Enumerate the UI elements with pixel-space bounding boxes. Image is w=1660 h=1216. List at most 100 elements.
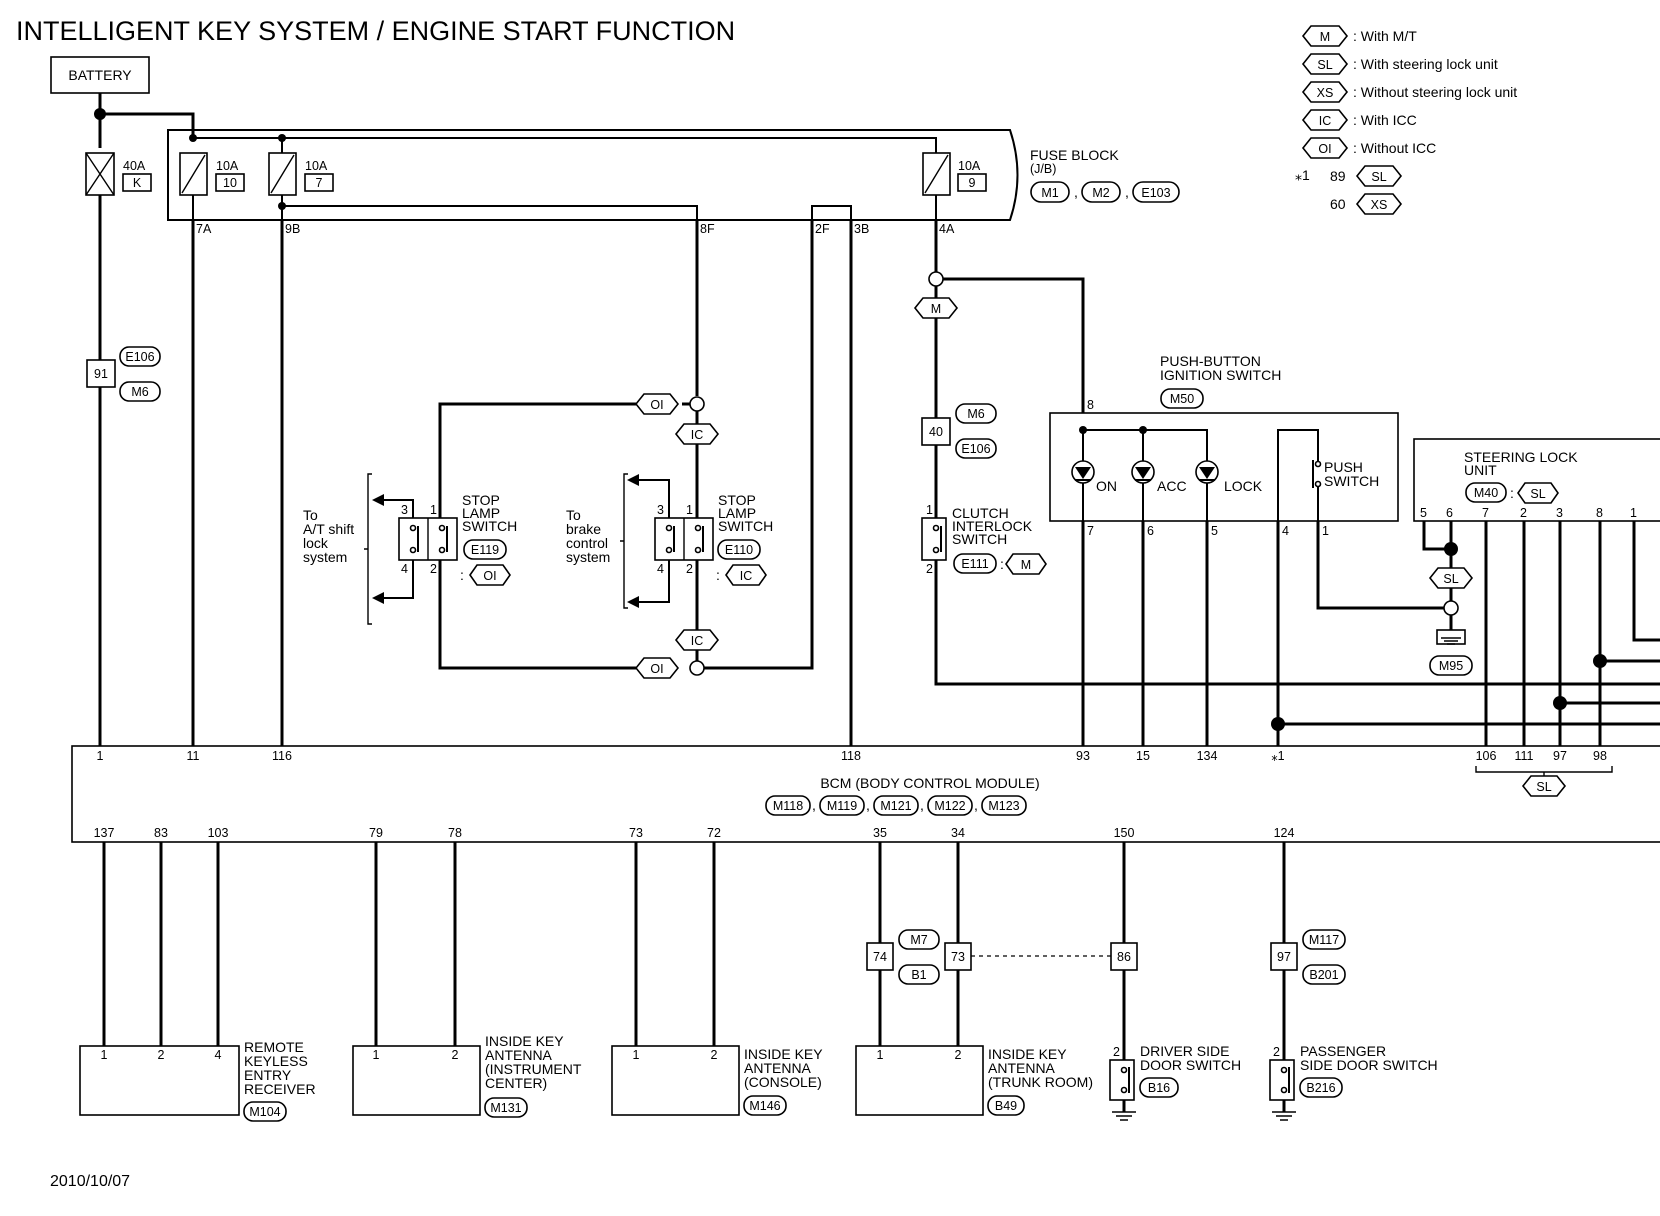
component-label: SIDE DOOR SWITCH [1300, 1057, 1438, 1073]
selector-ic: IC [674, 629, 720, 651]
separator: , [866, 797, 870, 813]
connector-code: B216 [1306, 1081, 1335, 1095]
component-label: KEYLESS [244, 1053, 308, 1069]
separator: , [812, 797, 816, 813]
separator: : [1510, 485, 1514, 501]
fuse-10: 10A 10 [179, 152, 245, 196]
connector-code: M1 [1041, 186, 1058, 200]
battery-box [50, 56, 150, 94]
stop-lamp-switch-e119: 3 1 4 2 STOP LAMP SWITCH E119 : OI To A/… [303, 473, 517, 625]
pin-label: 93 [1076, 749, 1090, 763]
component-label: (TRUNK ROOM) [988, 1074, 1093, 1090]
pin-label: 2 [430, 562, 437, 576]
connector-pin: 40 [929, 425, 943, 439]
legend-code: IC [1319, 114, 1332, 128]
fuse-num: 7 [316, 176, 323, 190]
pin-label: 2 [711, 1048, 718, 1062]
wire [1316, 521, 1448, 610]
wire [1083, 429, 1208, 462]
legend-item-ic: IC : With ICC [1301, 109, 1417, 131]
pin-label: 1 [430, 503, 437, 517]
pin-label: 2 [452, 1048, 459, 1062]
junction-dot [1553, 696, 1567, 710]
ground-icon [1112, 1111, 1136, 1121]
component-label: CENTER) [485, 1075, 547, 1091]
connector-code: E111 [961, 557, 988, 571]
component-label: IGNITION SWITCH [1160, 367, 1281, 383]
selector-oi: OI [634, 657, 680, 679]
wire [281, 195, 698, 220]
pin-label: 8 [1596, 506, 1603, 520]
inline-connector-40: 40 M6 E106 [921, 403, 997, 459]
pin-label: ⁎1 [1271, 749, 1284, 763]
separator: , [920, 797, 924, 813]
arrow-icon [372, 494, 384, 506]
cond-code: OI [483, 569, 496, 583]
connector-code: E106 [125, 350, 154, 364]
pin-label: 6 [1147, 524, 1154, 538]
pin-label: 5 [1420, 506, 1427, 520]
wire [633, 560, 670, 603]
connector-code: M40 [1474, 486, 1498, 500]
lamp-acc-icon [1131, 460, 1155, 484]
to-label: A/T shift [303, 521, 354, 537]
to-label: system [303, 549, 347, 565]
lamp-lock-icon [1195, 460, 1219, 484]
switch-label: SWITCH [1324, 473, 1379, 489]
pin-label: 3B [854, 222, 869, 236]
connector-code: M119 [827, 799, 857, 813]
connector-code: M6 [131, 385, 148, 399]
pin-label: 4 [1282, 524, 1289, 538]
separator: , [1074, 184, 1078, 200]
component-label: ANTENNA [988, 1060, 1056, 1076]
selector-code: OI [650, 662, 663, 676]
pin-label: 1 [373, 1048, 380, 1062]
wire [100, 112, 195, 138]
lamp-label: LOCK [1224, 478, 1263, 494]
pin-label: 79 [369, 826, 383, 840]
connector-code: M122 [934, 799, 965, 813]
splice [1443, 600, 1459, 616]
fuse-num: 9 [969, 176, 976, 190]
wire [1277, 429, 1319, 521]
connector-code: B49 [995, 1099, 1017, 1113]
pin-label: 2 [1273, 1045, 1280, 1059]
component-label: STEERING LOCK [1464, 449, 1578, 465]
component-label: CLUTCH [952, 505, 1009, 521]
cond-code: M [1021, 558, 1031, 572]
separator: , [974, 797, 978, 813]
legend-text: : With ICC [1353, 112, 1417, 128]
selector-code: SL [1443, 572, 1458, 586]
footnote-code: SL [1371, 170, 1386, 184]
bracket [620, 473, 628, 609]
connector-code: M121 [880, 799, 911, 813]
pin-label: 3 [1556, 506, 1563, 520]
pin-label: 15 [1136, 749, 1150, 763]
pin-label: 34 [951, 826, 965, 840]
arrow-icon [627, 474, 639, 486]
legend-code: M [1320, 30, 1330, 44]
component-label: REMOTE [244, 1039, 304, 1055]
connector-code: M50 [1170, 392, 1194, 406]
connector-code: M104 [249, 1105, 280, 1119]
selector-m: M [913, 297, 959, 319]
wire [102, 842, 220, 1046]
pin-label: 116 [272, 749, 292, 763]
arrow-icon [627, 596, 639, 608]
pin-label: 1 [633, 1048, 640, 1062]
junction-dot [189, 134, 197, 142]
connector-pin: 73 [951, 950, 965, 964]
pin-label: 106 [1476, 749, 1497, 763]
ground-connector [1429, 655, 1473, 676]
wire [633, 479, 670, 518]
connector-code: M118 [773, 799, 803, 813]
pin-label: 2 [955, 1048, 962, 1062]
wire [1082, 430, 1144, 462]
to-label: To [566, 507, 581, 523]
pin-label: 2F [815, 222, 830, 236]
pin-label: 4 [657, 562, 664, 576]
wire [1632, 521, 1660, 642]
component-label: LAMP [462, 505, 500, 521]
pin-label: 5 [1211, 524, 1218, 538]
